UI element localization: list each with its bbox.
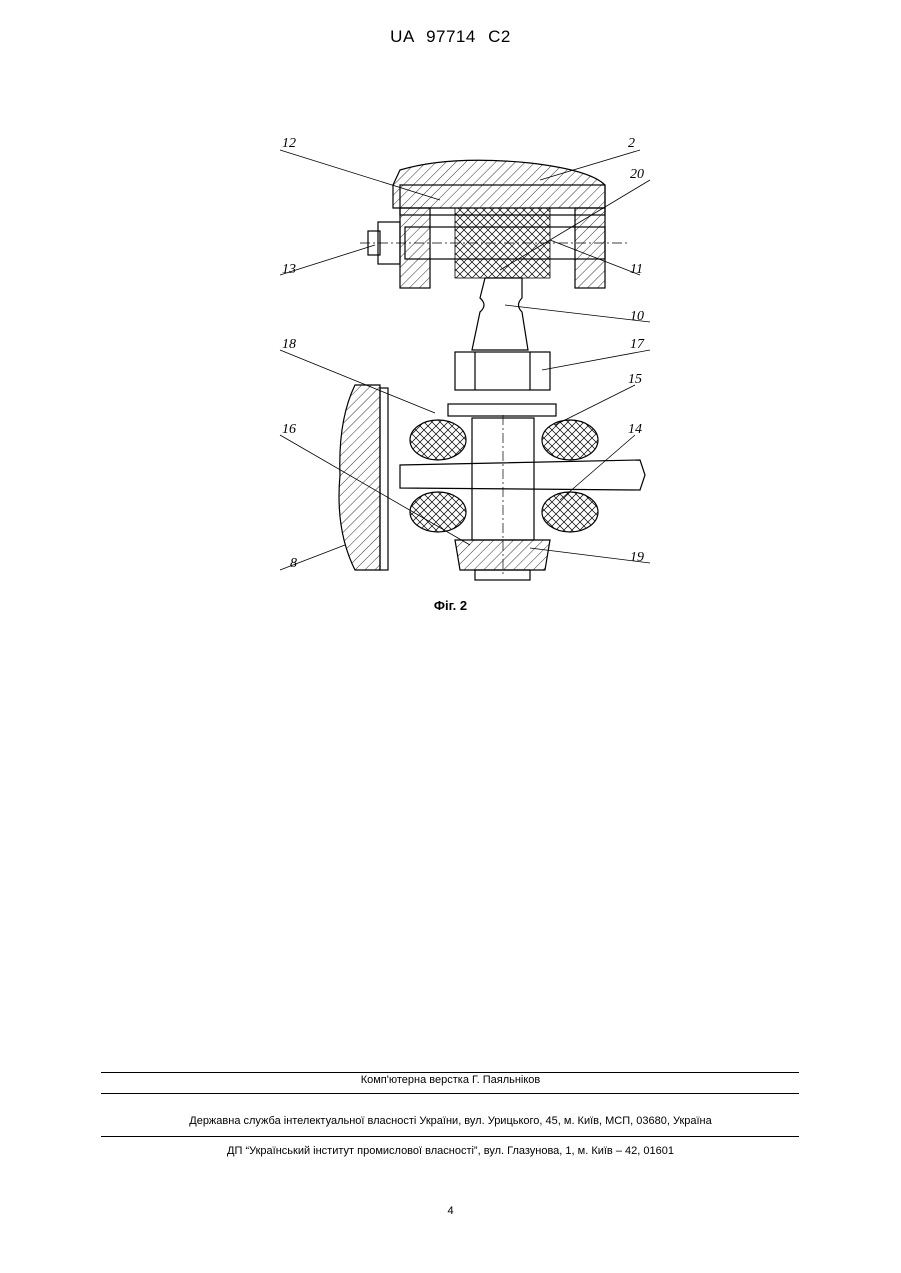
label-11: 11 bbox=[630, 262, 643, 277]
institute-address: ДП “Український інститут промислової вла… bbox=[0, 1145, 901, 1157]
technical-drawing: 12 2 20 13 11 10 18 17 15 16 14 8 19 bbox=[260, 130, 670, 590]
footer-rule-top bbox=[101, 1072, 799, 1073]
figure-caption: Фіг. 2 bbox=[0, 598, 901, 613]
label-12: 12 bbox=[282, 136, 296, 151]
rubber-bushing-right-upper bbox=[542, 420, 598, 460]
label-2: 2 bbox=[628, 136, 635, 151]
footer-rule-bottom bbox=[101, 1136, 799, 1137]
rubber-bushing-left-upper bbox=[410, 420, 466, 460]
page-number: 4 bbox=[0, 1205, 901, 1217]
top-cap bbox=[393, 160, 605, 208]
label-13: 13 bbox=[282, 262, 296, 277]
footer-rule-middle bbox=[101, 1093, 799, 1094]
label-10: 10 bbox=[630, 309, 644, 324]
label-16: 16 bbox=[282, 422, 296, 437]
label-18: 18 bbox=[282, 337, 296, 352]
king-pin bbox=[472, 278, 528, 350]
label-20: 20 bbox=[630, 167, 644, 182]
label-8: 8 bbox=[290, 556, 297, 571]
agency-address: Державна служба інтелектуальної власност… bbox=[0, 1115, 901, 1127]
label-15: 15 bbox=[628, 372, 642, 387]
mounting-plate bbox=[339, 385, 380, 570]
label-19: 19 bbox=[630, 550, 644, 565]
locknut bbox=[455, 352, 550, 390]
label-14: 14 bbox=[628, 422, 642, 437]
bearing bbox=[455, 208, 550, 278]
label-17: 17 bbox=[630, 337, 645, 352]
patent-header: UA 97714 C2 bbox=[0, 27, 901, 47]
layout-credit: Комп'ютерна верстка Г. Паяльніков bbox=[0, 1074, 901, 1086]
